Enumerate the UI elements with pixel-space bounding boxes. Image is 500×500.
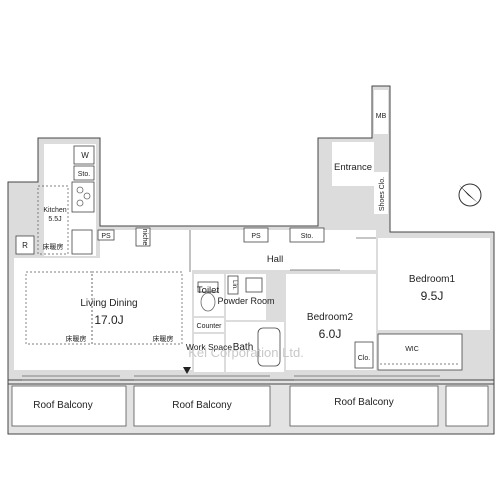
door-arrow-icon xyxy=(183,367,191,374)
shoes-clo-label: Shoes Clo. xyxy=(379,177,386,211)
floor-heating-areas xyxy=(25,271,183,345)
mb-label: MB xyxy=(376,113,387,120)
work-space-label: Work Space xyxy=(186,342,232,352)
hall-fixtures xyxy=(189,227,376,272)
living-size: 17.0J xyxy=(94,313,123,327)
ps-hall-label: PS xyxy=(251,233,261,240)
sto-hall-label: Sto. xyxy=(301,233,314,240)
wic-label: WIC xyxy=(405,346,419,353)
labels: W Sto. Kitchen 5.5J 床暖房 R PS niche Livin… xyxy=(22,113,456,411)
kitchen-fixtures xyxy=(15,145,151,255)
toilet-label: Toilet xyxy=(197,285,220,296)
sto-hall-box xyxy=(289,227,325,243)
ps-hall-box xyxy=(243,227,269,243)
sto-kitchen-label: Sto. xyxy=(78,171,91,178)
wic-box xyxy=(377,333,463,371)
sto-kitchen-box xyxy=(73,165,95,181)
balcony-label-1: Roof Balcony xyxy=(33,400,92,411)
bedroom1-size: 9.5J xyxy=(421,289,444,303)
fridge-box xyxy=(15,235,35,255)
wall-outline xyxy=(7,85,495,385)
entrance-label: Entrance xyxy=(334,162,372,173)
powder-room-label: Powder Room xyxy=(217,296,274,306)
bedroom2-name: Bedroom2 xyxy=(307,312,354,323)
fridge-label: R xyxy=(22,241,28,250)
ps-kitchen-box xyxy=(97,229,115,241)
lin-box xyxy=(227,275,239,295)
bedroom1-name: Bedroom1 xyxy=(409,274,456,285)
floor-heating-living-1: 床暖房 xyxy=(66,334,87,343)
bathtub xyxy=(257,327,281,367)
sink-box xyxy=(71,229,93,255)
wet-area-fixtures xyxy=(197,275,463,371)
clo-box xyxy=(354,341,374,369)
floor-heating-kitchen: 床暖房 xyxy=(43,242,64,251)
powder-sink xyxy=(245,277,263,293)
counter-label: Counter xyxy=(197,323,223,330)
washer-label: W xyxy=(81,151,89,160)
stove-box xyxy=(71,181,95,213)
kitchen-name: Kitchen xyxy=(43,207,66,214)
bath-label: Bath xyxy=(233,342,254,353)
north-arrow-icon xyxy=(458,183,482,207)
balcony-strip xyxy=(7,379,495,435)
washer-box xyxy=(73,145,95,165)
niche-label: niche xyxy=(141,229,148,246)
hall-label: Hall xyxy=(267,254,283,265)
watermark: Kei Corporation Ltd. xyxy=(188,345,304,360)
balcony-label-3: Roof Balcony xyxy=(334,397,393,408)
kitchen-size: 5.5J xyxy=(48,216,61,223)
niche-box xyxy=(135,227,151,247)
lin-label: Lin. xyxy=(231,280,237,290)
ps-kitchen-label: PS xyxy=(101,233,111,240)
clo-label: Clo. xyxy=(358,355,371,362)
toilet-tank xyxy=(197,281,219,293)
room-interiors xyxy=(14,90,490,372)
balcony-label-2: Roof Balcony xyxy=(172,400,231,411)
south-windows xyxy=(22,375,440,381)
living-name: Living Dining xyxy=(80,298,137,309)
bedroom2-size: 6.0J xyxy=(319,327,342,341)
floor-heating-living-2: 床暖房 xyxy=(153,334,174,343)
